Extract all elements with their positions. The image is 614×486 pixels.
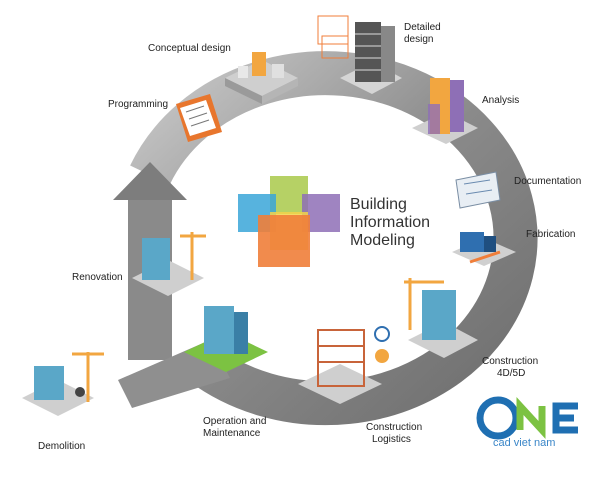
label-documentation: Documentation (514, 176, 581, 188)
stopwatch-icon (375, 327, 389, 341)
label-construction-4d5d-2: 4D/5D (497, 368, 525, 380)
bim-cubes-icon (238, 176, 340, 267)
center-title: Building Information Modeling (350, 196, 430, 250)
demolition-icon (22, 352, 104, 416)
label-renovation: Renovation (72, 272, 123, 284)
label-operation-1: Operation and (203, 416, 266, 428)
label-detailed-design-1: Detailed (404, 22, 441, 34)
label-fabrication: Fabrication (526, 229, 575, 241)
center-title-line2: Information (350, 214, 430, 232)
label-construction-logistics-1: Construction (366, 422, 422, 434)
label-analysis: Analysis (482, 95, 519, 107)
coin-icon (375, 349, 389, 363)
label-conceptual-design: Conceptual design (148, 43, 231, 55)
label-operation-2: Maintenance (203, 428, 260, 440)
label-programming: Programming (108, 99, 168, 111)
label-construction-4d5d-1: Construction (482, 356, 538, 368)
center-title-line3: Modeling (350, 232, 430, 250)
label-demolition: Demolition (38, 441, 85, 453)
center-title-line1: Building (350, 196, 430, 214)
label-detailed-design-2: design (404, 34, 433, 46)
label-construction-logistics-2: Logistics (372, 434, 411, 446)
one-logo-icon (480, 400, 578, 436)
logo-tagline: cad viet nam (493, 437, 555, 449)
